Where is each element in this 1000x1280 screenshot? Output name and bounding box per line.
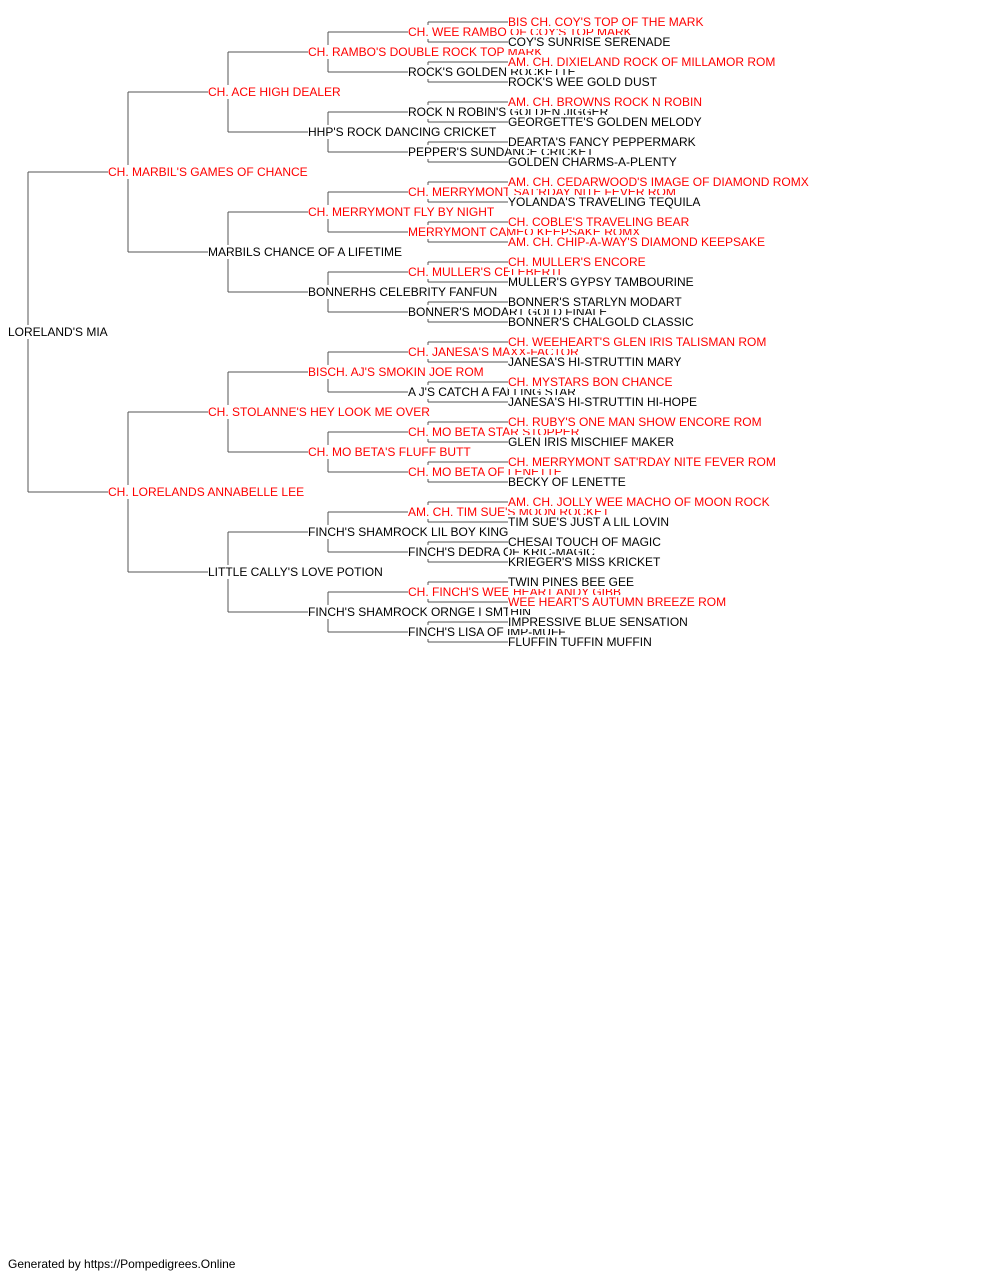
ancestor-name: AM. CH. JOLLY WEE MACHO OF MOON ROCK: [508, 495, 772, 509]
ancestor-name: CH. RAMBO'S DOUBLE ROCK TOP MARK: [308, 45, 545, 59]
ancestor-name: GLEN IRIS MISCHIEF MAKER: [508, 435, 677, 449]
ancestor-name: YOLANDA'S TRAVELING TEQUILA: [508, 195, 703, 209]
ancestor-name: CH. LORELANDS ANNABELLE LEE: [108, 485, 307, 499]
ancestor-name: TIM SUE'S JUST A LIL LOVIN: [508, 515, 672, 529]
ancestor-name: GOLDEN CHARMS-A-PLENTY: [508, 155, 679, 169]
ancestor-name: FINCH'S SHAMROCK LIL BOY KING: [308, 525, 511, 539]
ancestor-name: KRIEGER'S MISS KRICKET: [508, 555, 663, 569]
ancestor-name: GEORGETTE'S GOLDEN MELODY: [508, 115, 704, 129]
ancestor-name: FLUFFIN TUFFIN MUFFIN: [508, 635, 654, 649]
ancestor-name: TWIN PINES BEE GEE: [508, 575, 637, 589]
ancestor-name: LITTLE CALLY'S LOVE POTION: [208, 565, 385, 579]
ancestor-name: CH. WEEHEART'S GLEN IRIS TALISMAN ROM: [508, 335, 769, 349]
ancestor-name: DEARTA'S FANCY PEPPERMARK: [508, 135, 698, 149]
ancestor-name: CH. MARBIL'S GAMES OF CHANCE: [108, 165, 310, 179]
ancestor-name: CH. ACE HIGH DEALER: [208, 85, 343, 99]
ancestor-name: JANESA'S HI-STRUTTIN HI-HOPE: [508, 395, 699, 409]
ancestor-name: CH. MULLER'S ENCORE: [508, 255, 648, 269]
ancestor-name: CH. COBLE'S TRAVELING BEAR: [508, 215, 692, 229]
subject-dog-name: LORELAND'S MIA: [8, 325, 110, 339]
ancestor-name: AM. CH. BROWNS ROCK N ROBIN: [508, 95, 705, 109]
ancestor-name: IMPRESSIVE BLUE SENSATION: [508, 615, 690, 629]
ancestor-name: CH. MERRYMONT FLY BY NIGHT: [308, 205, 497, 219]
ancestor-name: AM. CH. CEDARWOOD'S IMAGE OF DIAMOND ROM…: [508, 175, 811, 189]
ancestor-name: CHESAI TOUCH OF MAGIC: [508, 535, 663, 549]
ancestor-name: MULLER'S GYPSY TAMBOURINE: [508, 275, 696, 289]
ancestor-name: CH. STOLANNE'S HEY LOOK ME OVER: [208, 405, 432, 419]
ancestor-name: HHP'S ROCK DANCING CRICKET: [308, 125, 499, 139]
ancestor-name: AM. CH. DIXIELAND ROCK OF MILLAMOR ROM: [508, 55, 778, 69]
ancestor-name: BONNER'S STARLYN MODART: [508, 295, 684, 309]
ancestor-name: JANESA'S HI-STRUTTIN MARY: [508, 355, 684, 369]
ancestor-name: MARBILS CHANCE OF A LIFETIME: [208, 245, 405, 259]
ancestor-name: CH. MO BETA'S FLUFF BUTT: [308, 445, 473, 459]
ancestor-name: AM. CH. CHIP-A-WAY'S DIAMOND KEEPSAKE: [508, 235, 767, 249]
ancestor-name: FINCH'S SHAMROCK ORNGE I SMTHIN: [308, 605, 533, 619]
ancestor-name: BECKY OF LENETTE: [508, 475, 628, 489]
ancestor-name: CH. MYSTARS BON CHANCE: [508, 375, 675, 389]
ancestor-name: BISCH. AJ'S SMOKIN JOE ROM: [308, 365, 486, 379]
ancestor-name: BONNERHS CELEBRITY FANFUN: [308, 285, 500, 299]
ancestor-name: CH. RUBY'S ONE MAN SHOW ENCORE ROM: [508, 415, 764, 429]
ancestor-name: CH. MERRYMONT SAT'RDAY NITE FEVER ROM: [508, 455, 778, 469]
ancestor-name: BONNER'S CHALGOLD CLASSIC: [508, 315, 696, 329]
footer-credit: Generated by https://Pompedigrees.Online: [8, 1257, 236, 1271]
ancestor-name: BIS CH. COY'S TOP OF THE MARK: [508, 15, 706, 29]
ancestor-name: WEE HEART'S AUTUMN BREEZE ROM: [508, 595, 729, 609]
ancestor-name: COY'S SUNRISE SERENADE: [508, 35, 673, 49]
ancestor-name: ROCK'S WEE GOLD DUST: [508, 75, 659, 89]
